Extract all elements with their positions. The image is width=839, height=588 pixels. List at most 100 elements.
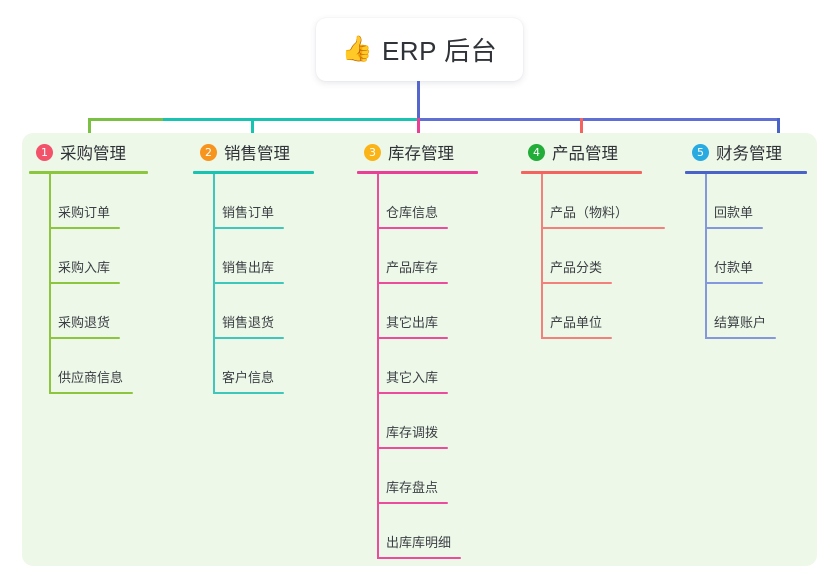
menu-item[interactable]: 仓库信息: [377, 174, 517, 229]
menu-item-rule: [705, 337, 776, 339]
menu-item-label: 销售订单: [222, 205, 275, 220]
menu-item-label: 其它出库: [386, 315, 439, 330]
column-header-rule: [29, 171, 148, 174]
thumbs-up-icon: 👍: [341, 35, 373, 63]
content-panel: [22, 133, 817, 566]
menu-item-label: 其它入库: [386, 370, 439, 385]
menu-item-label: 采购订单: [58, 205, 111, 220]
branch-drop-4: [580, 118, 583, 144]
menu-item[interactable]: 销售订单: [213, 174, 353, 229]
column-销售管理: 2 销售管理销售订单销售出库销售退货客户信息: [193, 140, 353, 394]
column-采购管理: 1 采购管理采购订单采购入库采购退货供应商信息: [29, 140, 189, 394]
menu-item[interactable]: 产品库存: [377, 229, 517, 284]
branch-bar-green-segment: [88, 118, 163, 121]
menu-item-label: 产品分类: [550, 260, 603, 275]
menu-item-rule: [541, 227, 665, 229]
menu-item-rule: [213, 227, 284, 229]
menu-item-label: 库存盘点: [386, 480, 439, 495]
menu-item[interactable]: 库存盘点: [377, 449, 517, 504]
column-spine-line: [377, 174, 379, 559]
column-header-rule: [357, 171, 478, 174]
column-header-rule: [685, 171, 807, 174]
column-库存管理: 3 库存管理仓库信息产品库存其它出库其它入库库存调拨库存盘点出库库明细: [357, 140, 517, 559]
item-list: 采购订单采购入库采购退货供应商信息: [49, 174, 189, 394]
column-header-rule: [193, 171, 314, 174]
menu-item-rule: [49, 282, 120, 284]
menu-item[interactable]: 产品（物料）: [541, 174, 681, 229]
menu-item-rule: [377, 337, 448, 339]
column-header-1[interactable]: 1 采购管理: [29, 140, 189, 164]
menu-item-label: 销售出库: [222, 260, 275, 275]
menu-item-label: 采购退货: [58, 315, 111, 330]
menu-item-rule: [377, 392, 448, 394]
menu-item-label: 仓库信息: [386, 205, 439, 220]
menu-item-rule: [49, 392, 133, 394]
menu-item-label: 付款单: [714, 260, 754, 275]
menu-item[interactable]: 销售出库: [213, 229, 353, 284]
column-spine-line: [541, 174, 543, 339]
menu-item-rule: [705, 227, 763, 229]
number-badge-icon: 1: [36, 143, 53, 161]
menu-item[interactable]: 付款单: [705, 229, 839, 284]
menu-item-rule: [541, 282, 612, 284]
menu-item-rule: [213, 282, 284, 284]
menu-item[interactable]: 供应商信息: [49, 339, 189, 394]
menu-item[interactable]: 产品分类: [541, 229, 681, 284]
menu-item[interactable]: 采购入库: [49, 229, 189, 284]
menu-item-rule: [213, 392, 284, 394]
menu-item-rule: [705, 282, 763, 284]
menu-item[interactable]: 客户信息: [213, 339, 353, 394]
menu-item-rule: [213, 337, 284, 339]
column-title: 销售管理: [224, 145, 290, 163]
item-list: 产品（物料） 产品分类产品单位: [541, 174, 681, 339]
number-badge-icon: 2: [200, 143, 217, 161]
menu-item-rule: [377, 227, 448, 229]
column-header-4[interactable]: 4 产品管理: [521, 140, 681, 164]
menu-item-rule: [377, 282, 448, 284]
menu-item[interactable]: 库存调拨: [377, 394, 517, 449]
branch-drop-5: [777, 118, 780, 144]
menu-item-label: 产品（物料）: [550, 205, 629, 220]
menu-item-rule: [377, 502, 448, 504]
column-title: 库存管理: [388, 145, 454, 163]
column-财务管理: 5 财务管理回款单付款单结算账户: [685, 140, 839, 339]
page-title: ERP 后台: [381, 36, 498, 66]
item-list: 仓库信息产品库存其它出库其它入库库存调拨库存盘点出库库明细: [377, 174, 517, 559]
menu-item-label: 产品单位: [550, 315, 603, 330]
menu-item[interactable]: 采购退货: [49, 284, 189, 339]
column-title: 产品管理: [552, 145, 618, 163]
menu-item[interactable]: 采购订单: [49, 174, 189, 229]
menu-item-label: 销售退货: [222, 315, 275, 330]
column-title: 采购管理: [60, 145, 126, 163]
menu-item-rule: [49, 337, 120, 339]
branch-drop-1: [88, 118, 91, 144]
menu-item-label: 产品库存: [386, 260, 439, 275]
menu-item[interactable]: 回款单: [705, 174, 839, 229]
column-header-2[interactable]: 2 销售管理: [193, 140, 353, 164]
menu-item[interactable]: 结算账户: [705, 284, 839, 339]
menu-item-rule: [377, 557, 461, 559]
menu-item[interactable]: 其它入库: [377, 339, 517, 394]
column-header-5[interactable]: 5 财务管理: [685, 140, 839, 164]
number-badge-icon: 5: [692, 143, 709, 161]
item-list: 回款单付款单结算账户: [705, 174, 839, 339]
column-title: 财务管理: [716, 145, 782, 163]
menu-item-label: 回款单: [714, 205, 754, 220]
menu-item[interactable]: 产品单位: [541, 284, 681, 339]
menu-item[interactable]: 销售退货: [213, 284, 353, 339]
number-badge-icon: 3: [364, 143, 381, 161]
menu-item[interactable]: 出库库明细: [377, 504, 517, 559]
menu-item-label: 采购入库: [58, 260, 111, 275]
menu-item[interactable]: 其它出库: [377, 284, 517, 339]
column-spine-line: [705, 174, 707, 339]
column-header-3[interactable]: 3 库存管理: [357, 140, 517, 164]
menu-item-label: 客户信息: [222, 370, 275, 385]
root-node-card[interactable]: 👍 ERP 后台: [316, 18, 523, 81]
branch-bar-left: [88, 118, 420, 121]
branch-drop-3: [417, 118, 420, 144]
menu-item-rule: [541, 337, 612, 339]
branch-bar-right: [417, 118, 779, 121]
menu-item-label: 供应商信息: [58, 370, 124, 385]
number-badge-icon: 4: [528, 143, 545, 161]
